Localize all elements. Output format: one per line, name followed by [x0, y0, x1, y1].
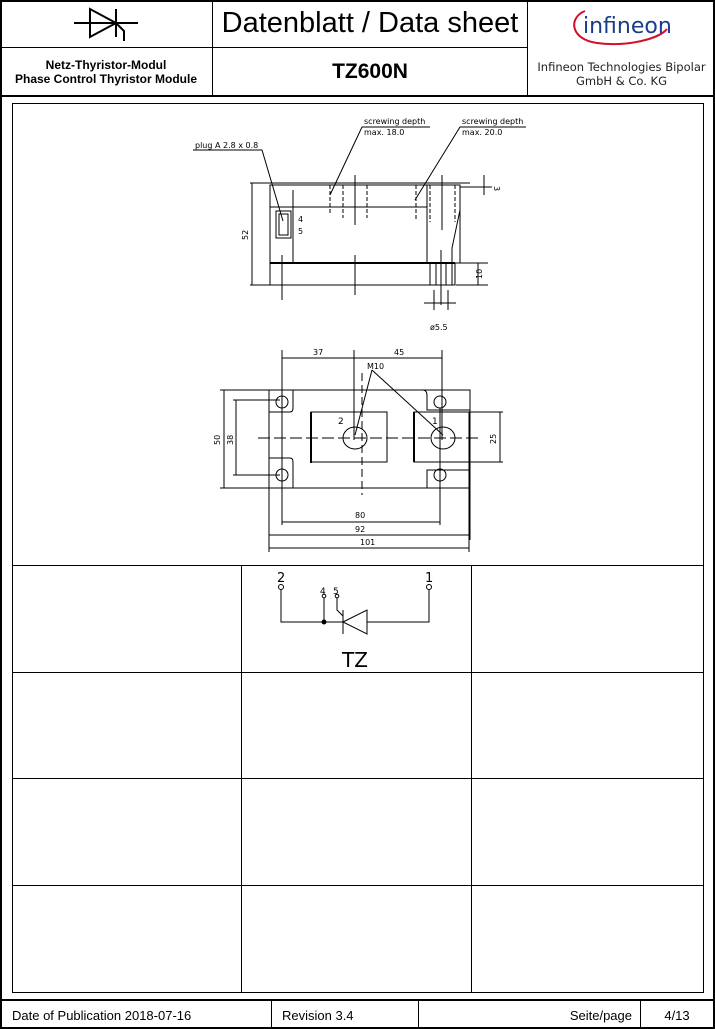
plug-label: plug A 2.8 x 0.8	[195, 141, 258, 150]
grid-divider	[12, 778, 703, 779]
page-title: Datenblatt / Data sheet	[213, 0, 528, 48]
subtitle-en: Phase Control Thyristor Module	[14, 71, 197, 86]
dim-38: 38	[226, 435, 235, 445]
dim-80: 80	[355, 511, 365, 520]
product-type: Netz-Thyristor-Modul Phase Control Thyri…	[0, 48, 213, 95]
thyristor-icon	[74, 6, 138, 41]
thread-label: M10	[367, 362, 384, 371]
dim-10: 10	[475, 269, 484, 279]
dim-hole: ø5.5	[430, 323, 448, 332]
terminal-1: 1	[432, 417, 438, 427]
terminal-2: 2	[338, 417, 344, 427]
dim-45: 45	[394, 348, 404, 357]
grid-divider	[471, 566, 472, 993]
publication-date: Date of Publication 2018-07-16	[2, 1001, 272, 1029]
junction-dot	[321, 619, 327, 625]
table-grid	[12, 565, 704, 993]
subtitle-de: Netz-Thyristor-Modul	[45, 57, 167, 72]
thyristor-symbol-logo	[0, 0, 213, 48]
schematic-label: TZ	[341, 648, 368, 671]
content-frame	[12, 103, 704, 993]
infineon-logo: infineon	[528, 0, 715, 52]
side-pin5: 5	[298, 227, 303, 236]
side-pin4: 4	[298, 215, 303, 224]
dim-50: 50	[213, 435, 222, 445]
dim-101: 101	[360, 538, 375, 547]
part-number: TZ600N	[213, 48, 528, 95]
dim-37: 37	[313, 348, 323, 357]
grid-divider	[12, 885, 703, 886]
screw1-label: screwing depth	[364, 117, 425, 126]
company-line2: GmbH & Co. KG	[576, 73, 667, 88]
logo-text: infineon	[583, 14, 672, 39]
page-number: 4/13	[664, 1007, 690, 1023]
schematic-pin1: 1	[425, 571, 433, 586]
header-frame	[0, 0, 715, 97]
page-label: Seite/page	[419, 1001, 641, 1029]
screw1-depth: max. 18.0	[364, 128, 404, 137]
schematic-pin5: 5	[333, 587, 339, 597]
schematic-pin4: 4	[320, 587, 326, 597]
dimension-drawing: plug A 2.8 x 0.8 screwing depth max. 18.…	[193, 117, 526, 552]
circuit-schematic: 2 1 4 5 TZ	[277, 571, 433, 671]
top-view	[220, 350, 503, 552]
dim-3: 3	[492, 186, 501, 191]
revision: Revision 3.4	[272, 1001, 419, 1029]
company-name: Infineon Technologies Bipolar GmbH & Co.…	[528, 52, 715, 95]
screw2-depth: max. 20.0	[462, 128, 502, 137]
company-line1: Infineon Technologies Bipolar	[537, 59, 706, 74]
schematic-pin2: 2	[277, 571, 285, 586]
dim-92: 92	[355, 525, 365, 534]
page-body-frame	[0, 97, 715, 1000]
footer	[0, 999, 715, 1029]
side-view	[193, 126, 526, 310]
dim-25: 25	[489, 434, 498, 444]
grid-divider	[12, 672, 703, 673]
grid-divider	[241, 566, 242, 993]
dim-52: 52	[241, 230, 250, 240]
screw2-label: screwing depth	[462, 117, 523, 126]
